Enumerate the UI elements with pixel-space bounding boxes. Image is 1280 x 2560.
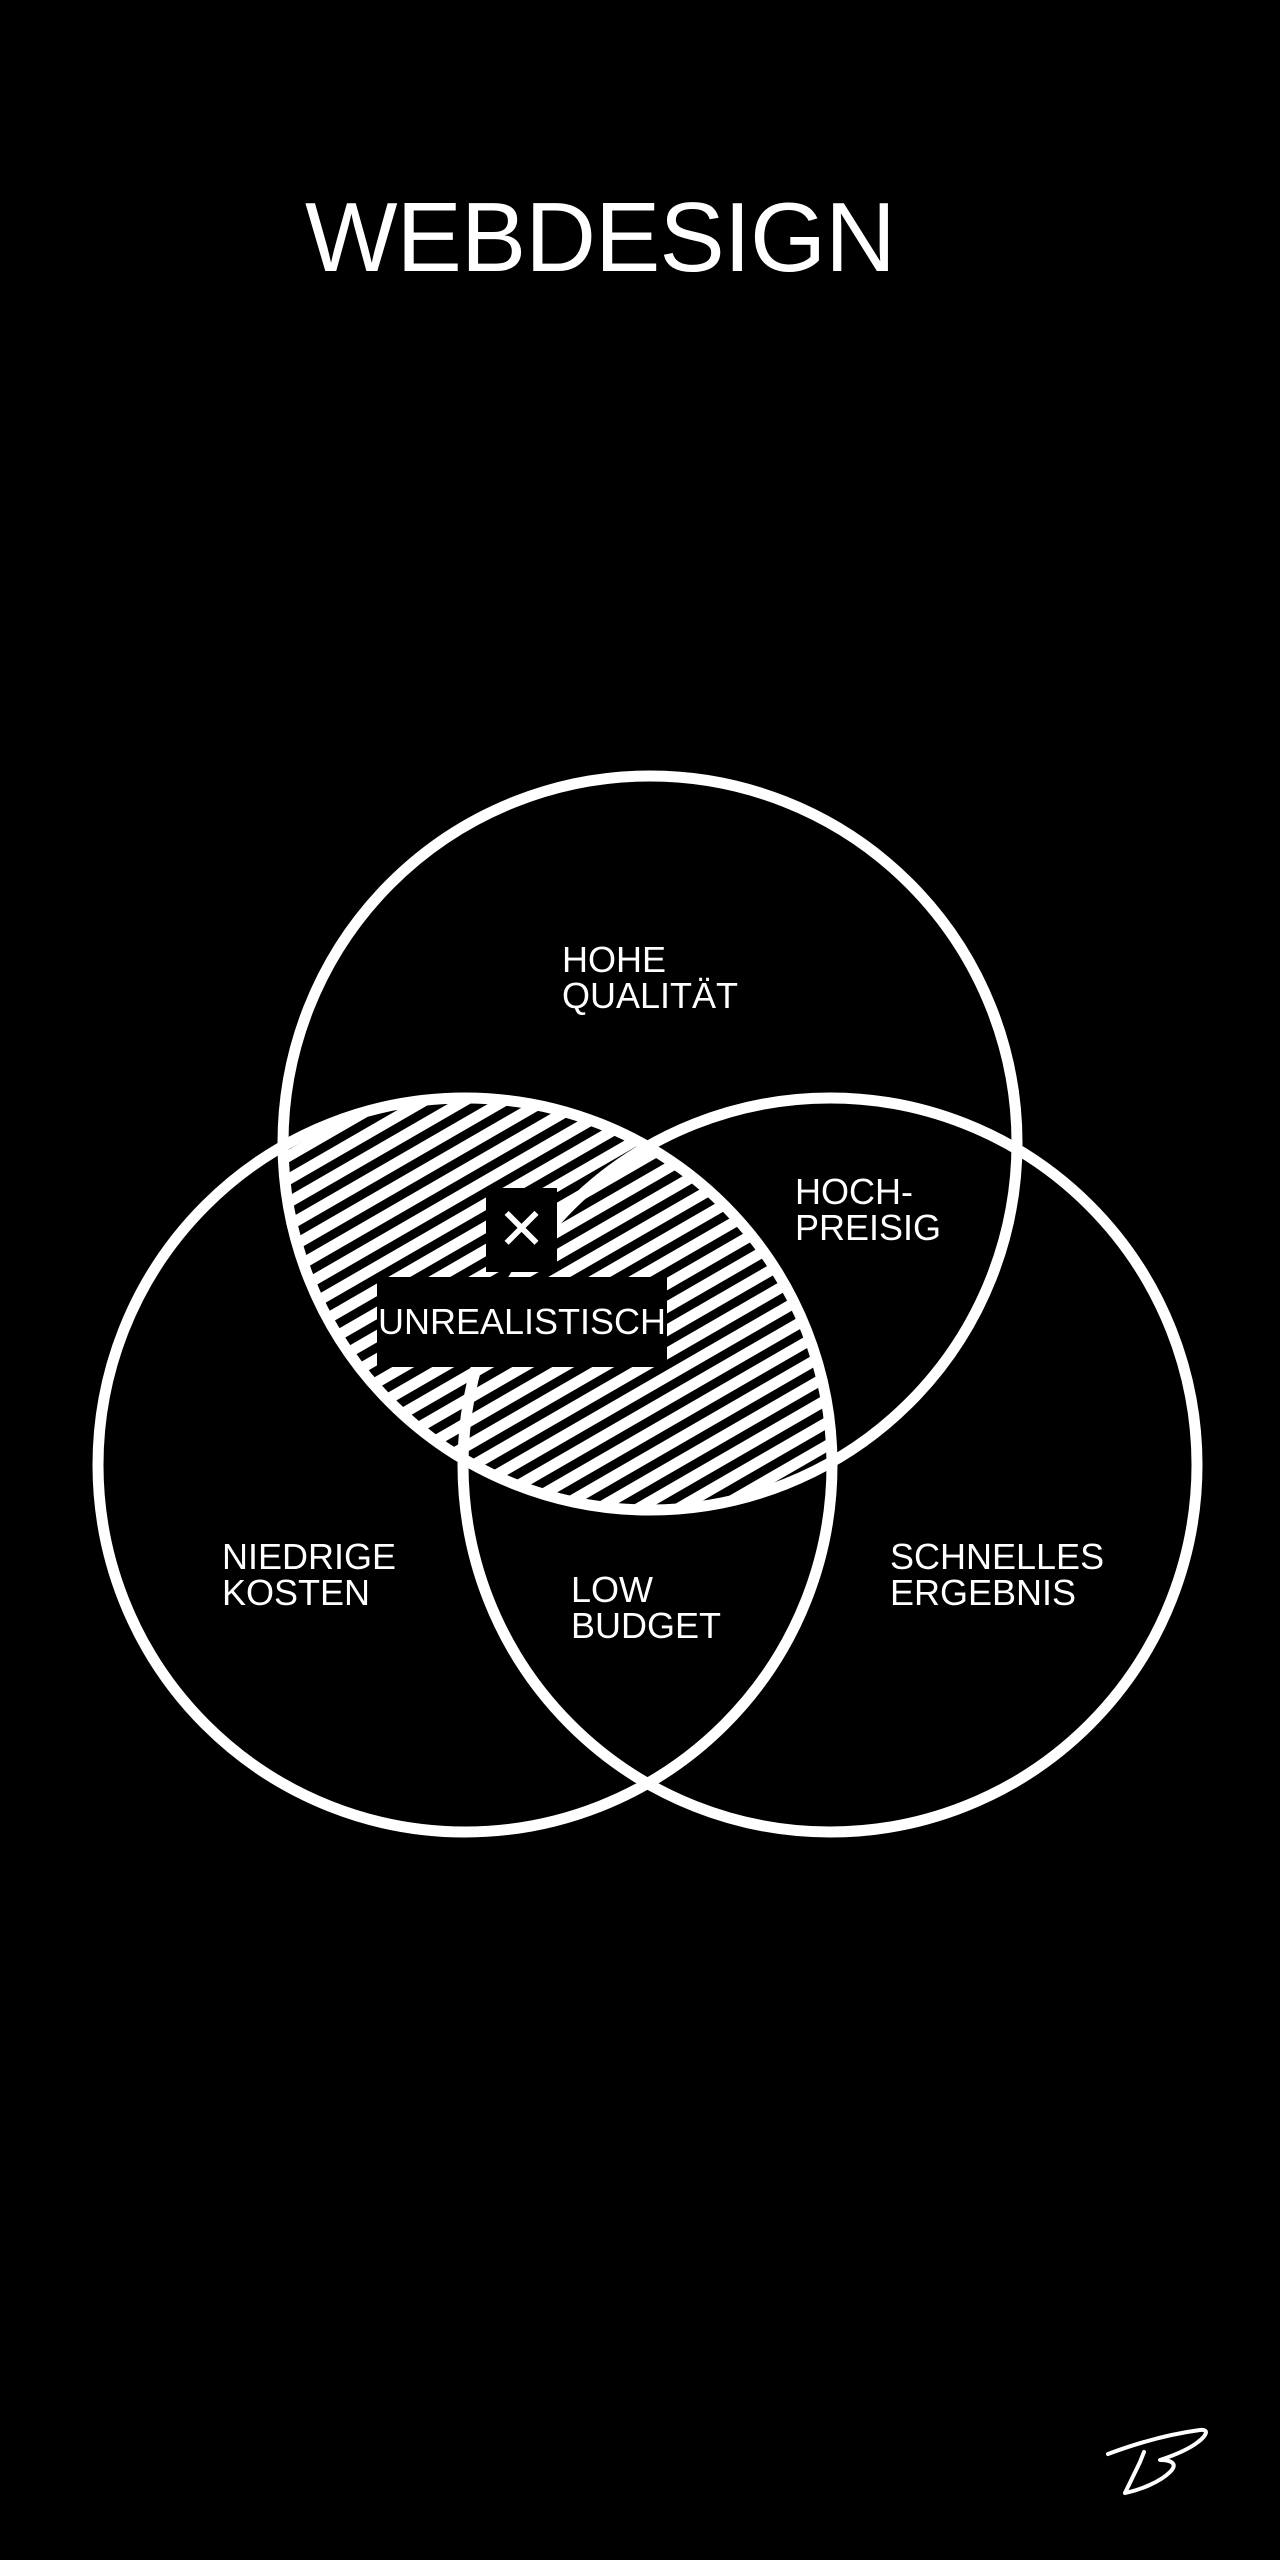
label-line: PREISIG — [795, 1207, 942, 1248]
label-line: QUALITÄT — [562, 975, 739, 1016]
close-x-icon: ✕ — [486, 1188, 557, 1272]
signature-logo — [1106, 2427, 1208, 2495]
label-line: LOW — [571, 1569, 654, 1610]
label-line: KOSTEN — [222, 1572, 371, 1613]
label-low-budget: LOW BUDGET — [571, 1572, 721, 1644]
label-schnelles-ergebnis: SCHNELLES ERGEBNIS — [890, 1539, 1104, 1611]
circle-right — [457, 1092, 1203, 1838]
circle-left — [92, 1092, 838, 1838]
label-line: HOHE — [562, 939, 667, 980]
label-line: BUDGET — [571, 1605, 722, 1646]
page-title: WEBDESIGN — [305, 182, 896, 292]
label-hochpreisig: HOCH- PREISIG — [795, 1174, 941, 1246]
label-unrealistisch: UNREALISTISCH — [377, 1277, 667, 1367]
label-hohe-qualitaet: HOHE QUALITÄT — [562, 942, 738, 1014]
label-line: HOCH- — [795, 1171, 913, 1212]
label-line: ERGEBNIS — [890, 1572, 1077, 1613]
label-niedrige-kosten: NIEDRIGE KOSTEN — [222, 1539, 396, 1611]
label-line: SCHNELLES — [890, 1536, 1105, 1577]
label-line: NIEDRIGE — [222, 1536, 397, 1577]
